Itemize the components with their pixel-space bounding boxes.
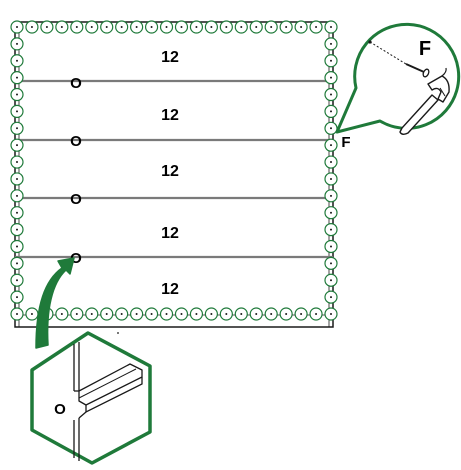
screw-dot — [255, 313, 258, 315]
rails — [15, 79, 333, 259]
screw-dot — [16, 127, 18, 130]
screw-dot — [330, 42, 332, 45]
screw-dot — [285, 313, 288, 315]
screw-dot — [330, 262, 332, 265]
screw-dot — [16, 93, 18, 96]
screw-dot — [270, 313, 273, 315]
rail-profile — [73, 342, 143, 461]
screw-dot — [16, 110, 18, 113]
screw-dot — [210, 313, 213, 315]
screw-dot — [240, 26, 243, 28]
screw-dot — [16, 296, 18, 299]
screw-dot — [180, 26, 183, 28]
screw-dot — [165, 313, 168, 315]
screw-dot — [120, 313, 123, 315]
screw-dot — [300, 313, 303, 315]
screw-dot — [300, 26, 303, 28]
screw-dot — [225, 26, 228, 28]
screw-dot — [135, 313, 138, 315]
screw-dot — [330, 194, 332, 197]
screw-dot — [195, 313, 198, 315]
screw-dot — [135, 26, 138, 28]
screw-dot — [315, 26, 318, 28]
screw-dot — [330, 93, 332, 96]
screw-dot — [60, 313, 63, 315]
screw-dot — [16, 144, 18, 147]
screw-dot — [16, 313, 18, 315]
panel-label-3: 12 — [161, 163, 179, 180]
screw-dot — [90, 26, 93, 28]
screw-dot — [75, 313, 78, 315]
panel-label-4: 12 — [161, 225, 179, 242]
fastener-callout: F — [335, 22, 461, 135]
panel-label-1: 12 — [161, 49, 179, 66]
screw-dot — [330, 313, 332, 315]
screw-dot — [30, 313, 33, 315]
rail-label-2: O — [70, 133, 82, 150]
screw-dot — [75, 26, 78, 28]
screw-dot — [330, 177, 332, 180]
screw-dot — [330, 59, 332, 62]
screw-dot — [16, 161, 18, 164]
screw-dot — [330, 144, 332, 147]
screw-dot — [285, 26, 288, 28]
screw-dot — [150, 313, 153, 315]
screw-dot — [315, 313, 318, 315]
curved-arrow-icon — [35, 257, 75, 349]
rail-detail-inset: O — [30, 331, 152, 465]
screw-dot — [16, 228, 18, 231]
screw-dot — [180, 313, 183, 315]
screw-dot — [210, 26, 213, 28]
screw-dot — [150, 26, 153, 28]
screw-dot — [330, 161, 332, 164]
detail-rail-label: O — [54, 401, 66, 418]
screw-dot — [16, 76, 18, 79]
screw-dot — [16, 42, 18, 45]
screw-dot — [225, 313, 228, 315]
screw-dot — [330, 245, 332, 248]
screw-dot — [330, 127, 332, 130]
screw-dot — [255, 26, 258, 28]
screw-dot — [330, 228, 332, 231]
screw-dot — [330, 279, 332, 282]
screw-dot — [60, 26, 63, 28]
screw-dot — [16, 262, 18, 265]
screw-dot — [16, 194, 18, 197]
screw-dot — [270, 26, 273, 28]
screw-dot — [30, 26, 33, 28]
screw-dot — [16, 211, 18, 214]
side-fastener-label: F — [341, 134, 350, 151]
screw-dot — [330, 211, 332, 214]
screw-dot — [330, 296, 332, 299]
rail-labels: O O O O — [70, 75, 82, 267]
screw-dot — [120, 26, 123, 28]
screw-dot — [90, 313, 93, 315]
screw-dot — [16, 59, 18, 62]
panel-label-5: 12 — [161, 281, 179, 298]
screw-dot — [165, 26, 168, 28]
screw-dot — [105, 313, 108, 315]
screw-dot — [16, 279, 18, 282]
screw-dot — [45, 26, 48, 28]
screw-dot — [16, 245, 18, 248]
rail-label-3: O — [70, 191, 82, 208]
screw-dot — [105, 26, 108, 28]
screw-dot — [330, 26, 332, 28]
screw-circles — [10, 20, 338, 321]
screw-dot — [16, 177, 18, 180]
screw-dot — [330, 110, 332, 113]
panel-labels: 12 12 12 12 12 — [161, 49, 179, 298]
screw-dot — [240, 313, 243, 315]
nail-icon — [368, 40, 430, 78]
panel-label-2: 12 — [161, 107, 179, 124]
callout-fastener-label: F — [419, 38, 431, 60]
screw-dot — [195, 26, 198, 28]
hammer-icon — [399, 67, 450, 135]
screw-dot — [16, 26, 18, 28]
stray-mark — [117, 332, 119, 334]
rail-label-1: O — [70, 75, 82, 92]
screw-dot — [330, 76, 332, 79]
